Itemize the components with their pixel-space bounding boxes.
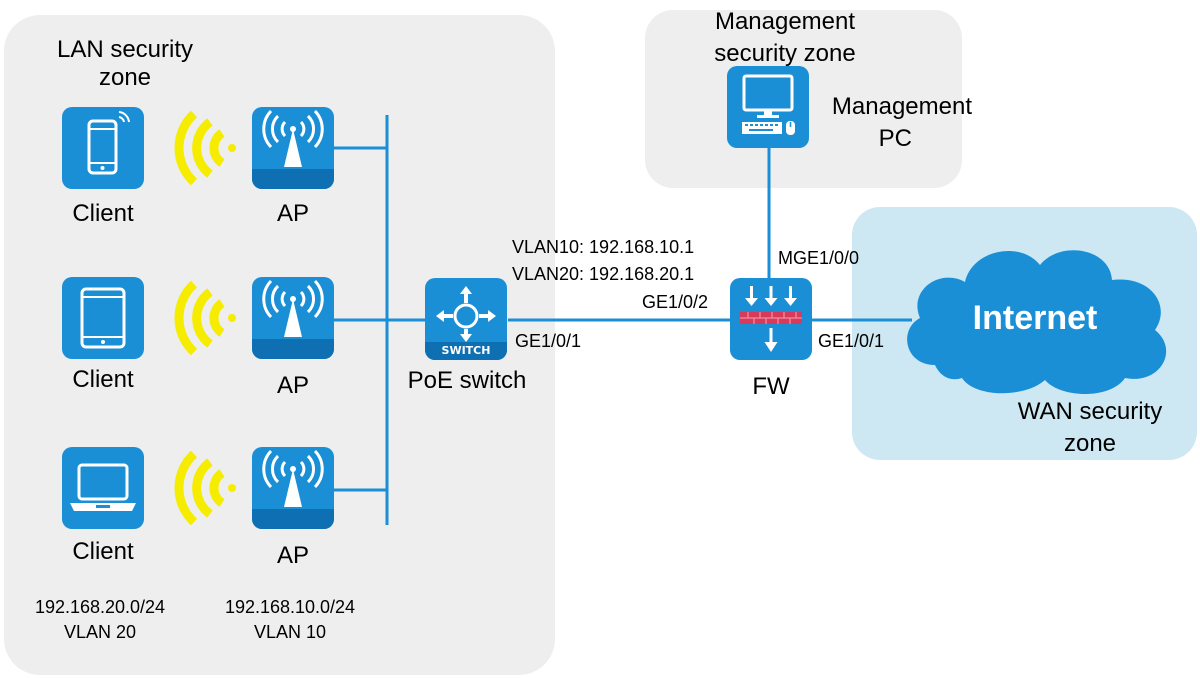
client-vlan-label: VLAN 20	[63, 622, 137, 642]
firewall-icon	[740, 286, 802, 352]
client-label-1: Client	[72, 200, 134, 227]
cloud-icon	[907, 250, 1167, 394]
access-point-3[interactable]	[252, 447, 334, 529]
switch-label: PoE switch	[407, 367, 527, 394]
fw-mgmt-interface-label: MGE1/0/0	[778, 248, 860, 268]
client-subnet-label: 192.168.20.0/24	[34, 597, 166, 617]
access-point-2[interactable]	[252, 277, 334, 359]
management-pc[interactable]	[727, 66, 809, 148]
tablet-icon	[80, 287, 126, 349]
lan-zone-label-line2: zone	[98, 64, 152, 91]
switch-badge: SWITCH	[441, 344, 491, 357]
ap-label-2: AP	[276, 372, 309, 399]
laptop-icon	[70, 463, 136, 511]
client-device-1[interactable]	[62, 107, 144, 189]
switch-icon	[425, 286, 507, 360]
access-point-1[interactable]	[252, 107, 334, 189]
poe-switch[interactable]: SWITCH	[425, 278, 507, 360]
access-point-icon	[262, 109, 324, 167]
management-zone-label-line2: security zone	[714, 40, 856, 67]
smartphone-icon	[87, 111, 130, 175]
management-pc-label-line2: PC	[878, 125, 912, 152]
ap-subnet-label: 192.168.10.0/24	[224, 597, 356, 617]
access-point-icon	[262, 279, 324, 337]
ap-label-1: AP	[276, 200, 309, 227]
lan-zone-label-line1: LAN security	[56, 36, 194, 63]
client-device-3[interactable]	[62, 447, 144, 529]
wan-zone-label-line1: WAN security	[1017, 398, 1163, 425]
client-label-2: Client	[72, 366, 134, 393]
wireless-signal-icon	[174, 280, 236, 356]
fw-lan-interface-label: GE1/0/2	[642, 292, 709, 312]
wan-zone-label-line2: zone	[1063, 430, 1117, 457]
fw-wan-interface-label: GE1/0/1	[818, 331, 885, 351]
ap-vlan-label: VLAN 10	[253, 622, 327, 642]
firewall-label: FW	[752, 373, 790, 400]
wireless-signal-icon	[174, 110, 236, 186]
vlan10-gateway-label: VLAN10: 192.168.10.1	[512, 237, 695, 257]
internet-label: Internet	[972, 299, 1098, 337]
management-pc-label-line1: Management	[831, 93, 972, 120]
client-device-2[interactable]	[62, 277, 144, 359]
ap-label-3: AP	[276, 542, 309, 569]
client-label-3: Client	[72, 538, 134, 565]
firewall[interactable]	[730, 278, 812, 360]
pc-icon	[742, 74, 795, 135]
management-zone-label-line1: Management	[714, 8, 856, 35]
access-point-icon	[262, 449, 324, 507]
switch-uplink-interface-label: GE1/0/1	[515, 331, 582, 351]
vlan20-gateway-label: VLAN20: 192.168.20.1	[512, 264, 695, 284]
wireless-signal-icon	[174, 450, 236, 526]
